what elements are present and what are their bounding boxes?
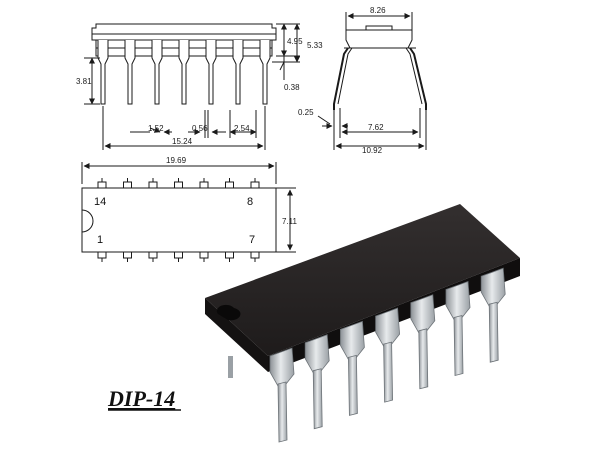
- top-pin-lower: [174, 251, 183, 259]
- top-pin-upper: [148, 181, 158, 189]
- top-pins: [97, 178, 260, 262]
- chip-lead-leg: [312, 368, 323, 430]
- chip-lead-leg: [418, 328, 429, 390]
- dim-body-width: 8.26: [370, 6, 386, 15]
- dim-width: 7.11: [282, 217, 298, 226]
- front-lead: [232, 40, 244, 105]
- chip-lead-leg: [453, 314, 464, 377]
- dim-lead-length: 3.81: [76, 77, 92, 86]
- chip-top-face: [205, 204, 520, 356]
- top-pin-lower: [97, 251, 107, 259]
- dim-span-total: 15.24: [172, 137, 193, 146]
- front-view: [84, 23, 300, 150]
- top-pin-lower: [148, 251, 158, 259]
- back-lead: [228, 356, 233, 378]
- pin-label-7: 7: [249, 234, 255, 246]
- top-pin-upper: [225, 181, 234, 189]
- pin-label-14: 14: [94, 196, 106, 208]
- front-lead: [178, 40, 190, 105]
- back-leads: [228, 356, 233, 378]
- chip-3d-render: [205, 204, 520, 443]
- top-pin-upper: [97, 181, 107, 189]
- pin-label-1: 1: [97, 234, 103, 246]
- top-view: [81, 162, 296, 262]
- top-pin-lower: [225, 251, 234, 259]
- top-pin-lower: [199, 251, 209, 259]
- front-lead: [259, 40, 271, 105]
- dim-lead-thin: 0.56: [192, 124, 208, 133]
- top-pin-lower: [123, 251, 132, 259]
- chip-end-face: [205, 298, 268, 372]
- chip-notch: [216, 304, 241, 321]
- dim-length: 19.69: [166, 156, 187, 165]
- dim-lead-width: 1.52: [148, 124, 164, 133]
- dim-pitch: 2.54: [234, 124, 250, 133]
- dim-row-spacing: 7.62: [368, 123, 384, 132]
- chip-lead-leg: [277, 381, 288, 443]
- dim-standoff: 0.38: [284, 83, 300, 92]
- top-pin-upper: [199, 181, 209, 189]
- front-lead: [205, 40, 217, 105]
- dim-lead-span: 10.92: [362, 146, 383, 155]
- dim-lead-thickness: 0.25: [298, 108, 314, 117]
- front-chip-leads: [269, 267, 506, 443]
- dim-height-inner: 4.95: [287, 37, 303, 46]
- chip-lead-leg: [488, 301, 499, 363]
- dim-height-total: 5.33: [307, 41, 323, 50]
- package-title: DIP-14: [107, 386, 175, 411]
- chip-lead-leg: [383, 341, 394, 403]
- front-lead: [97, 40, 109, 105]
- side-view: [317, 12, 427, 150]
- top-pin-lower: [250, 251, 260, 259]
- top-pin-upper: [123, 181, 132, 189]
- top-pin-upper: [174, 181, 183, 189]
- top-pin-upper: [250, 181, 260, 189]
- pin-label-8: 8: [247, 196, 253, 208]
- front-lead: [151, 40, 163, 105]
- chip-lead-leg: [347, 354, 358, 416]
- front-leads: [97, 40, 271, 105]
- front-lead: [124, 40, 136, 105]
